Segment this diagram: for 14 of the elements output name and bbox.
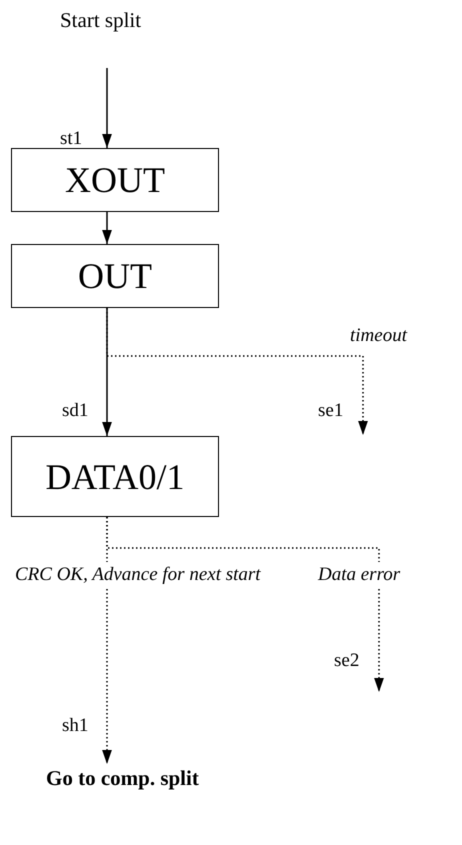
destination-text: Go to comp. split: [46, 764, 206, 840]
dotted-arrow: [106, 517, 384, 692]
dotted-arrow: [106, 308, 368, 435]
box-label: XOUT: [65, 162, 165, 198]
start-text: Start split: [60, 6, 190, 34]
process-box: [11, 436, 219, 517]
process-box: [11, 148, 219, 212]
edge-label: Data error: [316, 562, 402, 588]
box-label: DATA0/1: [45, 458, 185, 494]
box-label: OUT: [78, 258, 152, 294]
arrow: [102, 68, 112, 148]
process-box: [11, 244, 219, 308]
arrow: [102, 212, 112, 244]
arrow: [102, 308, 112, 436]
